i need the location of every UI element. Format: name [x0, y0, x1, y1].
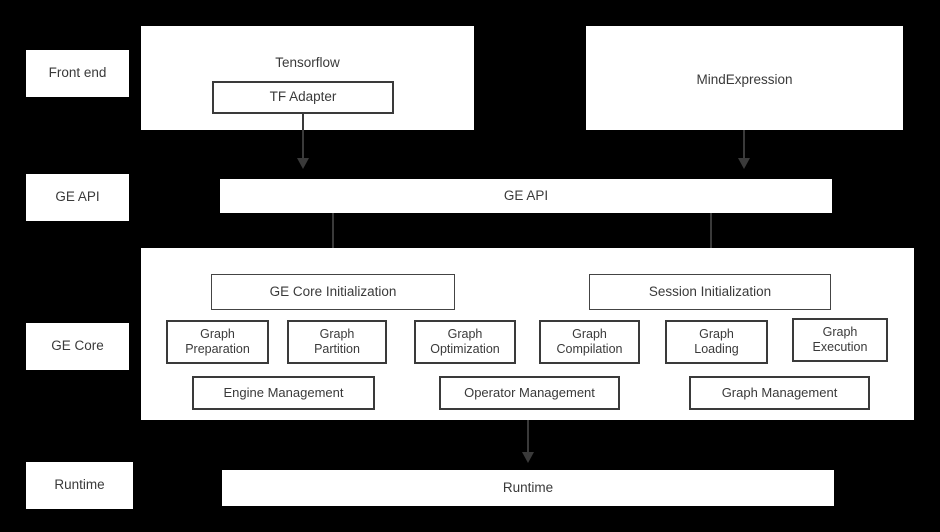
graph-preparation-label-line2: Preparation [185, 342, 250, 356]
tf-adapter-label: TF Adapter [269, 89, 337, 105]
graph-preparation-label-line1: Graph [200, 326, 235, 341]
layer-label-ge-api: GE API [26, 174, 129, 221]
layer-label-ge-api-text: GE API [55, 189, 100, 205]
frontend-mindexpression-title: MindExpression [696, 72, 793, 87]
graph-compilation-label-line1: Graph [572, 326, 607, 341]
session-initialization-label: Session Initialization [648, 283, 772, 299]
runtime-bar[interactable]: Runtime [222, 470, 834, 506]
layer-label-runtime-text: Runtime [54, 477, 105, 493]
ge-core-initialization-box[interactable]: GE Core Initialization [211, 274, 455, 310]
arrow-ge-core-to-runtime-line [527, 420, 529, 458]
graph-preparation-box[interactable]: Graph Preparation [166, 320, 269, 364]
layer-label-ge-core-text: GE Core [51, 338, 104, 354]
graph-management-box[interactable]: Graph Management [689, 376, 870, 410]
graph-execution-box[interactable]: Graph Execution [792, 318, 888, 362]
session-initialization-box[interactable]: Session Initialization [589, 274, 831, 310]
arrow-tf-adapter-to-ge-api-head [297, 158, 309, 169]
frontend-tensorflow-container [141, 26, 474, 130]
engine-management-box[interactable]: Engine Management [192, 376, 375, 410]
arrow-tf-adapter-to-ge-api-line [302, 114, 304, 165]
graph-execution-label-line1: Graph [822, 324, 858, 339]
graph-partition-label-line2: Partition [314, 342, 360, 356]
layer-label-front-end-text: Front end [48, 65, 107, 81]
engine-management-label: Engine Management [223, 385, 344, 401]
graph-management-label: Graph Management [721, 385, 838, 401]
layer-label-runtime: Runtime [26, 462, 133, 509]
tf-adapter-box[interactable]: TF Adapter [212, 81, 394, 114]
graph-optimization-box[interactable]: Graph Optimization [414, 320, 516, 364]
graph-partition-label-line1: Graph [319, 326, 355, 341]
arrow-mindexpression-to-ge-api-head [738, 158, 750, 169]
frontend-tensorflow-title: Tensorflow [275, 55, 340, 70]
arrow-ge-api-to-session-init-line [710, 213, 712, 258]
graph-compilation-label-line2: Compilation [556, 342, 623, 356]
arrow-mindexpression-to-ge-api-line [743, 130, 745, 165]
graph-execution-label-line2: Execution [812, 340, 868, 354]
graph-loading-label-line1: Graph [699, 326, 734, 341]
arrow-ge-api-to-ge-core-init-line [332, 213, 334, 258]
ge-api-bar-label: GE API [503, 187, 549, 203]
graph-loading-label-line2: Loading [694, 342, 739, 356]
layer-label-ge-core: GE Core [26, 323, 129, 370]
graph-optimization-label-line1: Graph [447, 326, 483, 341]
layer-label-front-end: Front end [26, 50, 129, 97]
operator-management-label: Operator Management [464, 385, 595, 401]
operator-management-box[interactable]: Operator Management [439, 376, 620, 410]
graph-optimization-label-line2: Optimization [430, 342, 500, 356]
graph-partition-box[interactable]: Graph Partition [287, 320, 387, 364]
ge-core-initialization-label: GE Core Initialization [269, 283, 397, 299]
graph-compilation-box[interactable]: Graph Compilation [539, 320, 640, 364]
ge-api-bar[interactable]: GE API [220, 179, 832, 213]
graph-loading-box[interactable]: Graph Loading [665, 320, 768, 364]
frontend-mindexpression-container [586, 26, 903, 130]
arrow-ge-core-to-runtime-head [522, 452, 534, 463]
runtime-bar-label: Runtime [502, 479, 554, 495]
